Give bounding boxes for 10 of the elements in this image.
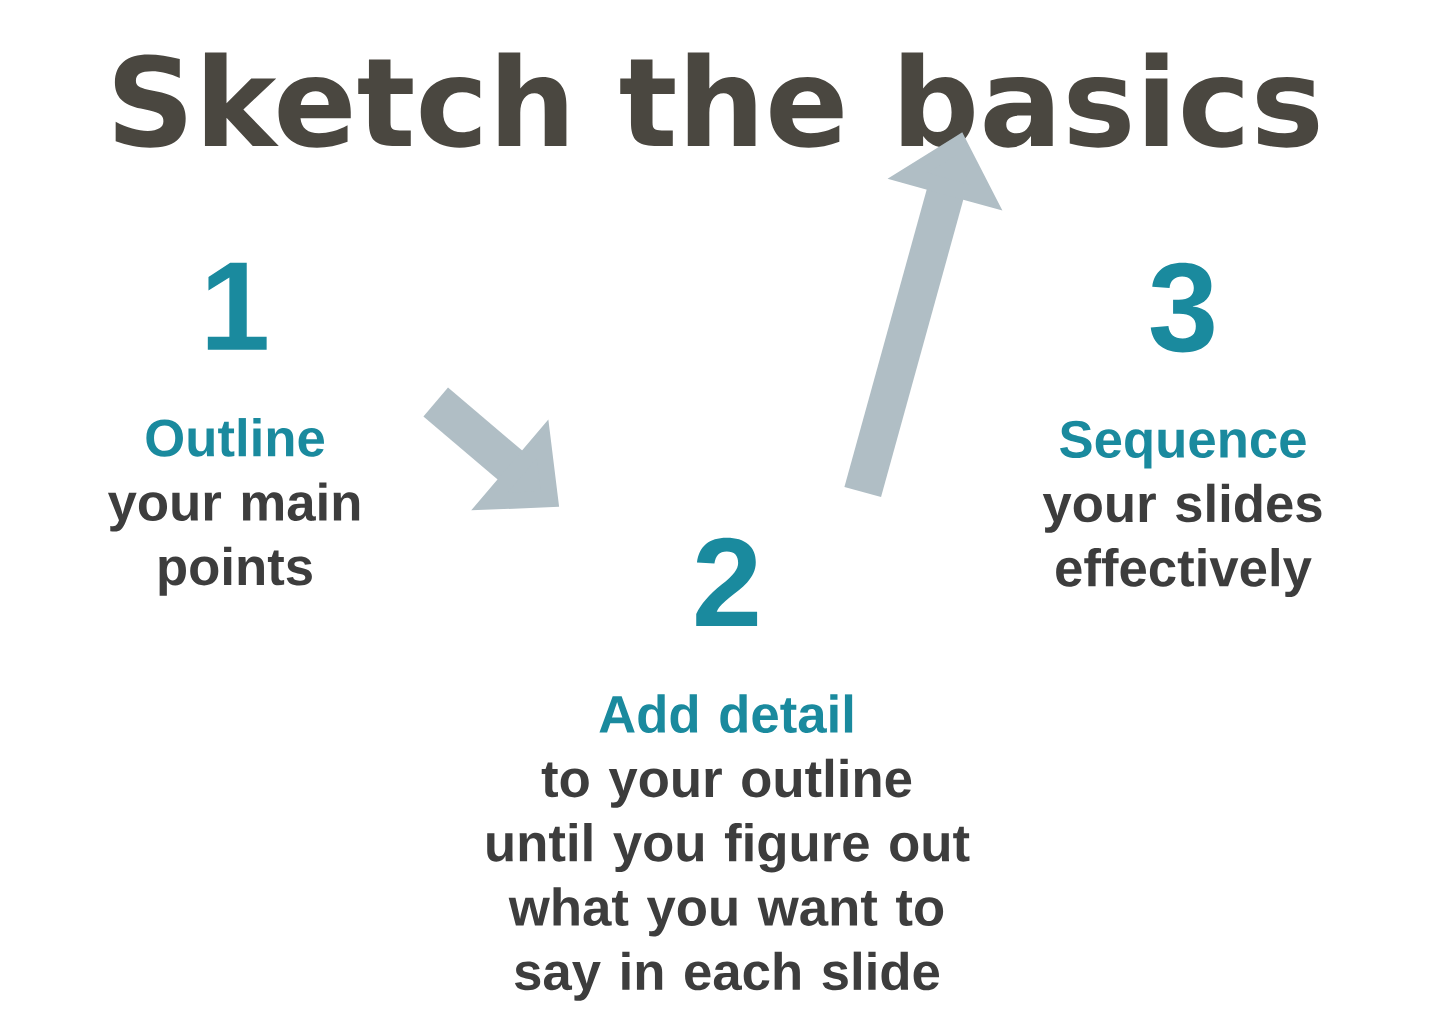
step-number: 2 — [696, 537, 758, 627]
step-number: 3 — [1150, 262, 1214, 353]
step-text: your slides effectively — [1042, 483, 1322, 598]
step-number: 1 — [207, 262, 267, 350]
step-text: to your outline until you figure out what you want to say in each slide — [487, 758, 970, 1001]
step-heading: Add detail — [599, 694, 853, 734]
step-heading: Outline — [146, 418, 325, 457]
step-text: your main points — [107, 482, 360, 596]
step-heading: Sequence — [1060, 420, 1306, 469]
title: Sketch the basics — [114, 52, 1319, 148]
